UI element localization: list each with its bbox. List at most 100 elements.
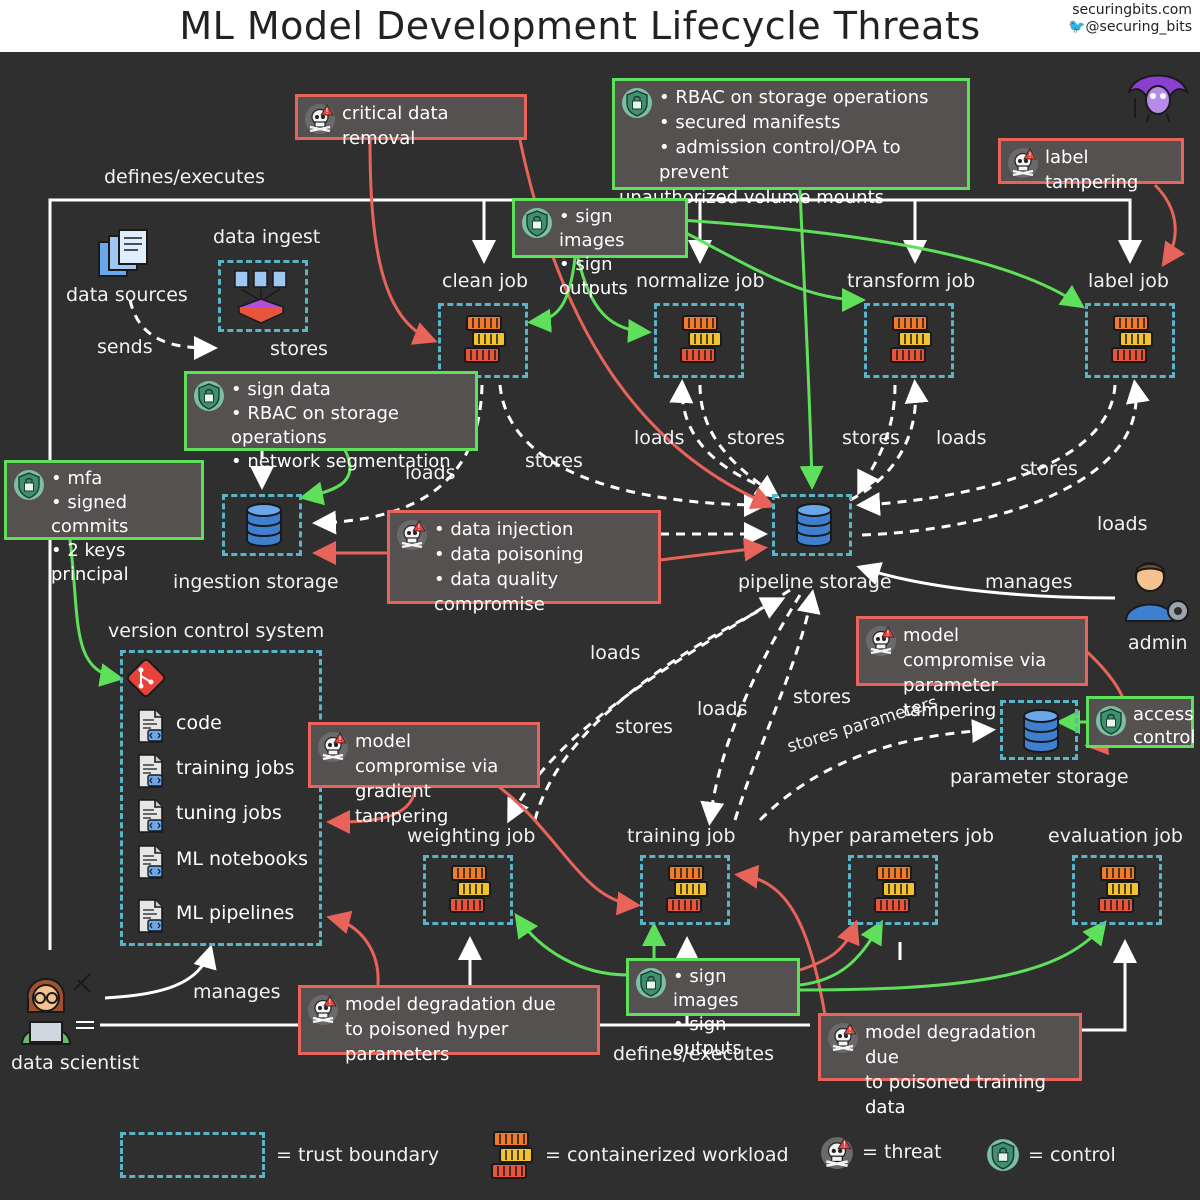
- train-stores: [733, 589, 821, 821]
- twitter-handle: 🐦@securing_bits: [1068, 19, 1192, 36]
- data-scientist-avatar: [14, 970, 98, 1046]
- threat-grad-vcs: [326, 789, 417, 834]
- transform-job-boundary: [864, 303, 954, 378]
- control-icon: [521, 207, 553, 239]
- twitter-label: @securing_bits: [1085, 19, 1192, 35]
- ingest-stores-label: stores: [270, 338, 328, 360]
- control-icon: [13, 469, 45, 501]
- threat-icon: [865, 625, 897, 657]
- norm-loads: [669, 379, 771, 492]
- label-loads: [861, 379, 1150, 537]
- train-stores-label: stores: [793, 686, 851, 708]
- control-bullets: sign imagessign outputs: [559, 205, 675, 301]
- code-file-icon: [134, 898, 166, 934]
- line-item: data quality compromise: [434, 567, 648, 617]
- threat-data-injection: data injectiondata poisoningdata quality…: [387, 510, 661, 615]
- page-title: ML Model Development Lifecycle Threats: [179, 4, 981, 48]
- parameter-storage-label: parameter storage: [950, 766, 1129, 788]
- control-storage-operations: • RBAC on storage operations• secured ma…: [612, 78, 970, 208]
- line-item: • admission control/OPA to prevent: [659, 137, 901, 183]
- git-icon: [124, 656, 168, 700]
- container-icon: [1097, 864, 1141, 916]
- train-loads: [700, 594, 802, 826]
- clean-stores-label: stores: [525, 450, 583, 472]
- sends: [128, 299, 218, 360]
- threat-icon: [317, 731, 349, 763]
- legend-trust-boundary-swatch: [120, 1132, 265, 1178]
- admin-manages: [856, 562, 1116, 600]
- data-ingest-boundary: [218, 260, 308, 332]
- control-bullets: sign dataRBAC on storage operationsnetwo…: [231, 378, 465, 474]
- threat-hyper-job: [799, 919, 860, 972]
- line-item: model degradation due: [345, 994, 556, 1015]
- label-job-boundary: [1085, 303, 1175, 378]
- normalize-job-boundary: [654, 303, 744, 378]
- control-bullets: mfasigned commits2 keys principal: [51, 467, 191, 587]
- ds-manages-label: manages: [193, 981, 281, 1003]
- weight-stores-label: stores: [615, 716, 673, 738]
- admin-label: admin: [1128, 632, 1188, 654]
- control-sign-top: sign imagessign outputs: [512, 198, 688, 299]
- weighting-job-label: weighting job: [407, 825, 536, 847]
- line-item: RBAC on storage operations: [231, 402, 465, 450]
- line-item: sign outputs: [559, 253, 675, 301]
- threat-text: label tampering: [1045, 147, 1139, 193]
- container-icon: [463, 314, 507, 366]
- clean-loads: [312, 384, 484, 535]
- trans-loads: [849, 379, 929, 502]
- legend-threat-icon: [820, 1136, 854, 1170]
- legend-control: = control: [1028, 1144, 1116, 1166]
- ctrl-storage: [798, 189, 824, 490]
- threat-inj-pipe: [659, 537, 768, 562]
- line-item: to poisoned training data: [865, 1072, 1046, 1118]
- control-bullets: sign imagessign outputs: [673, 965, 787, 1061]
- line-item: data injection: [434, 517, 648, 542]
- trans-loads-label: loads: [936, 427, 987, 449]
- vcs-item: code: [176, 712, 222, 734]
- clean-stores: [498, 384, 768, 517]
- container-icon: [665, 864, 709, 916]
- legend-control-icon: [986, 1138, 1020, 1172]
- container-icon: [1110, 314, 1154, 366]
- threat-train-train: [734, 864, 827, 1016]
- vcs-item: ML pipelines: [176, 902, 295, 924]
- line-item: control: [1133, 727, 1196, 748]
- line-item: signed commits: [51, 491, 191, 539]
- control-sign-bottom: sign imagessign outputs: [626, 958, 800, 1059]
- admin-avatar: [1120, 555, 1192, 627]
- twitter-icon: 🐦: [1068, 19, 1086, 35]
- admin-manages-label: manages: [985, 571, 1073, 593]
- pipeline-storage-label: pipeline storage: [738, 571, 892, 593]
- threat-bullets: data injectiondata poisoningdata quality…: [434, 517, 648, 617]
- line-item: sign outputs: [673, 1013, 787, 1061]
- legend-container-icon: [490, 1130, 534, 1182]
- threat-label-tampering: label tampering: [998, 138, 1184, 193]
- legend-containerized: = containerized workload: [545, 1144, 789, 1166]
- threat-icon: [827, 1022, 859, 1054]
- threat-grad-train: [489, 778, 641, 916]
- threat-removal-clean: [368, 139, 438, 345]
- data-ingest-icon: [234, 270, 287, 324]
- line-item: data poisoning: [434, 542, 648, 567]
- vcs-label: version control system: [108, 620, 325, 642]
- code-file-icon: [134, 798, 166, 834]
- brand: securingbits.com 🐦@securing_bits: [1068, 2, 1192, 36]
- line-item: access: [1133, 704, 1194, 725]
- threat-text: critical data removal: [342, 103, 449, 149]
- line-item: gradient tampering: [355, 781, 449, 827]
- trans-stores: [857, 384, 897, 496]
- control-icon: [193, 380, 225, 412]
- line-item: parameter tampering: [903, 675, 999, 721]
- vcs-boundary: [120, 650, 322, 946]
- control-mfa: mfasigned commits2 keys principal: [4, 460, 204, 585]
- site-label: securingbits.com: [1072, 2, 1192, 18]
- norm-loads-label: loads: [634, 427, 685, 449]
- sends-label: sends: [97, 336, 153, 358]
